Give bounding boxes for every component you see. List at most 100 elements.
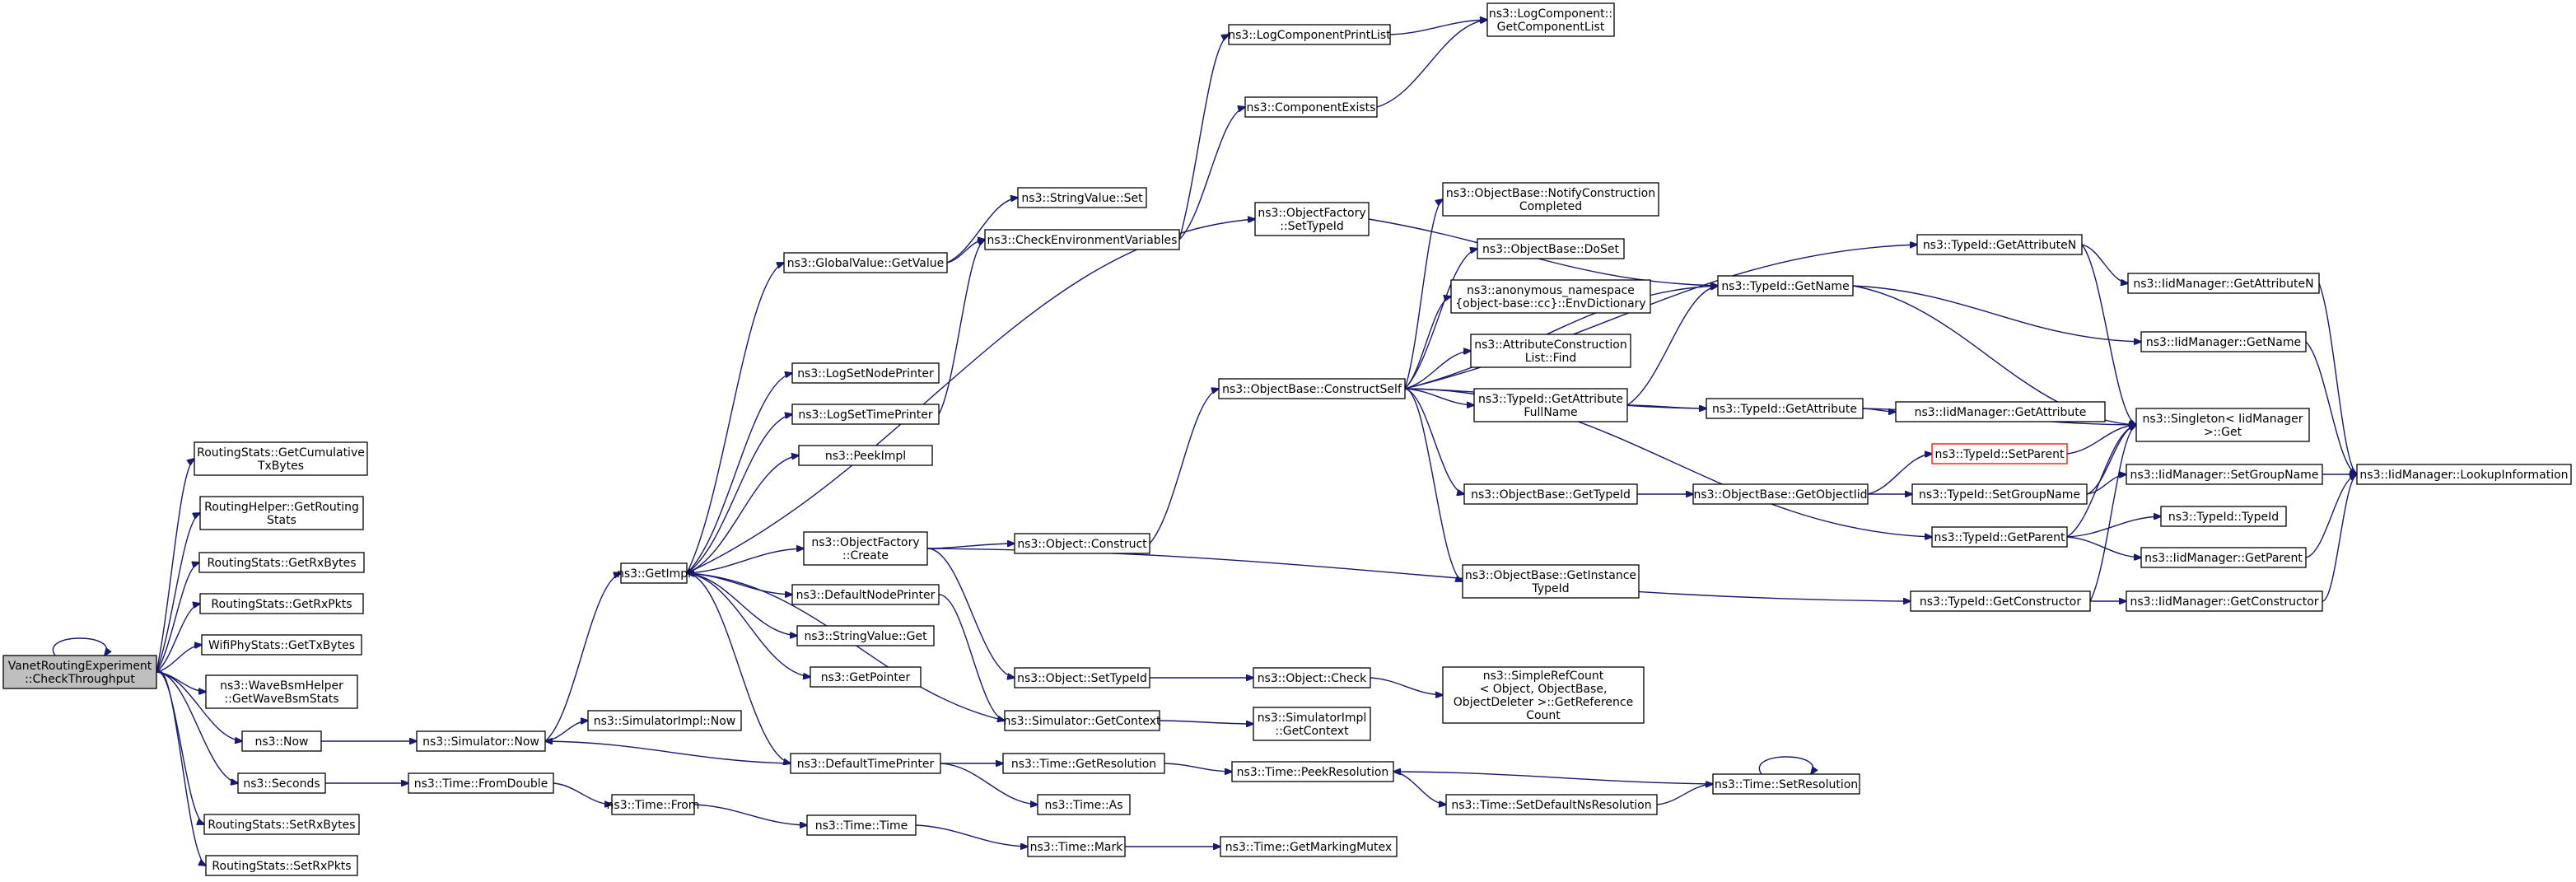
node-lsnp[interactable]: ns3::LogSetNodePrinter [791,362,940,384]
node-tid-getctor[interactable]: ns3::TypeId::GetConstructor [1910,590,2091,612]
edge-cs-to-ob-getinst [1404,388,1463,581]
node-sim-now[interactable]: ns3::Simulator::Now [416,730,546,752]
node-fromdouble[interactable]: ns3::Time::FromDouble [408,772,554,794]
node-box [1895,401,2106,422]
node-root[interactable]: VanetRoutingExperiment::CheckThroughput [2,655,157,689]
node-lcpl[interactable]: ns3::LogComponentPrintList [1228,24,1391,45]
node-cev[interactable]: ns3::CheckEnvironmentVariables [984,229,1180,250]
node-now[interactable]: ns3::Now [241,730,322,752]
edge-cev-to-compex [1178,107,1245,240]
node-tid-getparent[interactable]: ns3::TypeId::GetParent [1931,526,2068,548]
node-time-as[interactable]: ns3::Time::As [1037,794,1131,815]
node-label: ns3::DefaultTimePrinter [797,758,935,771]
node-cs[interactable]: ns3::ObjectBase::ConstructSelf [1218,378,1406,399]
node-label: ns3::Seconds [243,777,320,791]
node-srcount[interactable]: ns3::SimpleRefCount< Object, ObjectBase,… [1442,666,1645,724]
node-sv-get[interactable]: ns3::StringValue::Get [796,625,935,646]
node-rs-rxp[interactable]: RoutingStats::GetRxPkts [199,593,364,614]
node-label: TxBytes [257,460,304,473]
node-lstp[interactable]: ns3::LogSetTimePrinter [791,404,940,425]
node-box [1014,667,1150,688]
node-box [2126,590,2323,612]
node-gv-get[interactable]: ns3::GlobalValue::GetValue [783,252,948,273]
node-tid-getattrn[interactable]: ns3::TypeId::GetAttributeN [1916,234,2083,255]
node-iid-setgroup[interactable]: ns3::IidManager::SetGroupName [2126,464,2323,485]
node-compex[interactable]: ns3::ComponentExists [1244,96,1378,118]
node-obj-check[interactable]: ns3::Object::Check [1253,667,1371,688]
node-lookup[interactable]: ns3::IidManager::LookupInformation [2356,464,2572,485]
edge-gv-get-to-sv-set [946,198,1018,264]
node-tid-getname[interactable]: ns3::TypeId::GetName [1717,275,1854,296]
node-getimpl[interactable]: ns3::GetImpl [617,562,691,584]
node-simimpl-now[interactable]: ns3::SimulatorImpl::Now [587,710,742,731]
node-ob-gettid[interactable]: ns3::ObjectBase::GetTypeId [1463,483,1638,505]
node-label: ns3::GetImpl [617,567,691,581]
node-box [1477,238,1625,259]
node-envdict[interactable]: ns3::anonymous_namespace{object-base::cc… [1450,279,1651,314]
node-notify[interactable]: ns3::ObjectBase::NotifyConstructionCompl… [1442,182,1659,217]
node-of-create[interactable]: ns3::ObjectFactory::Create [803,531,928,566]
node-sv-set[interactable]: ns3::StringValue::Set [1017,187,1147,208]
node-box [241,730,322,752]
node-tid-setparent[interactable]: ns3::TypeId::SetParent [1931,443,2068,464]
node-getptr[interactable]: ns3::GetPointer [810,666,922,688]
node-simimpl-getctx[interactable]: ns3::SimulatorImpl::GetContext [1253,707,1371,741]
node-singleton[interactable]: ns3::Singleton< IidManager>::Get [2135,408,2310,442]
node-label: GetComponentList [1497,21,1605,34]
edge-setres-to-peekres [1393,772,1714,785]
node-time[interactable]: ns3::Time::Time [806,814,917,836]
edge-getimpl-to-lsnp [686,373,792,574]
node-mark[interactable]: ns3::Time::Mark [1027,836,1126,857]
node-sim-getctx[interactable]: ns3::Simulator::GetContext [1003,710,1161,731]
edge-tid-getparent-to-iid-getparent [2066,536,2141,558]
node-label: ::SetTypeId [1280,220,1344,233]
node-of-settid[interactable]: ns3::ObjectFactory::SetTypeId [1254,202,1370,236]
node-peek[interactable]: ns3::PeekImpl [798,445,933,466]
node-label: < Object, ObjectBase, [1480,683,1608,696]
edge-tid-getparent-to-tid-typeid [2066,516,2161,538]
node-box [237,772,326,794]
node-label: ns3::TypeId::GetAttributeN [1923,239,2076,252]
node-label: ns3::CheckEnvironmentVariables [987,234,1178,247]
node-obj-construct[interactable]: ns3::Object::Construct [1014,533,1150,554]
node-tid-setgroup[interactable]: ns3::TypeId::SetGroupName [1911,483,2088,505]
node-wave[interactable]: ns3::WaveBsmHelper::GetWaveBsmStats [205,674,358,709]
node-from[interactable]: ns3::Time::From [607,794,700,815]
node-lcgcl[interactable]: ns3::LogComponent::GetComponentList [1486,2,1615,37]
node-iid-getname[interactable]: ns3::IidManager::GetName [2140,331,2307,352]
node-box [1916,234,2083,255]
node-iid-getctor[interactable]: ns3::IidManager::GetConstructor [2126,590,2323,612]
node-wifi-tx[interactable]: WifiPhyStats::GetTxBytes [201,634,362,656]
node-box [194,441,368,476]
node-setres[interactable]: ns3::Time::SetResolution [1712,773,1860,795]
node-tid-getattr[interactable]: ns3::TypeId::GetAttribute [1706,398,1864,419]
node-box [1717,275,1854,296]
node-iid-getattrn[interactable]: ns3::IidManager::GetAttributeN [2127,273,2320,294]
node-obj-settid[interactable]: ns3::Object::SetTypeId [1014,667,1150,688]
node-doset[interactable]: ns3::ObjectBase::DoSet [1477,238,1625,259]
node-ob-getoiid[interactable]: ns3::ObjectBase::GetObjectIid [1692,483,1869,505]
edge-time-to-mark [915,824,1028,847]
node-tid-typeid[interactable]: ns3::TypeId::TypeId [2160,506,2287,527]
node-iid-getattr[interactable]: ns3::IidManager::GetAttribute [1895,401,2106,422]
node-dtp[interactable]: ns3::DefaultTimePrinter [790,753,941,774]
node-dnp[interactable]: ns3::DefaultNodePrinter [791,584,940,605]
node-iid-getparent[interactable]: ns3::IidManager::GetParent [2140,547,2307,568]
node-rs-setrxb[interactable]: RoutingStats::SetRxBytes [203,814,360,835]
node-label: ns3::ObjectBase::GetInstance [1465,569,1636,582]
node-rs-rxb[interactable]: RoutingStats::GetRxBytes [198,552,365,573]
node-rs-setrxp[interactable]: RoutingStats::SetRxPkts [205,855,358,876]
edge-lcpl-to-lcgcl [1389,20,1487,35]
node-label: ns3::ObjectBase::GetObjectIid [1693,488,1867,502]
node-seconds[interactable]: ns3::Seconds [237,772,326,794]
node-peekres[interactable]: ns3::Time::PeekResolution [1231,761,1394,782]
node-label: ns3::PeekImpl [825,450,906,463]
node-mutex[interactable]: ns3::Time::GetMarkingMutex [1220,836,1398,857]
node-time-getres[interactable]: ns3::Time::GetResolution [1002,753,1165,774]
node-setdefns[interactable]: ns3::Time::SetDefaultNsResolution [1445,794,1658,815]
